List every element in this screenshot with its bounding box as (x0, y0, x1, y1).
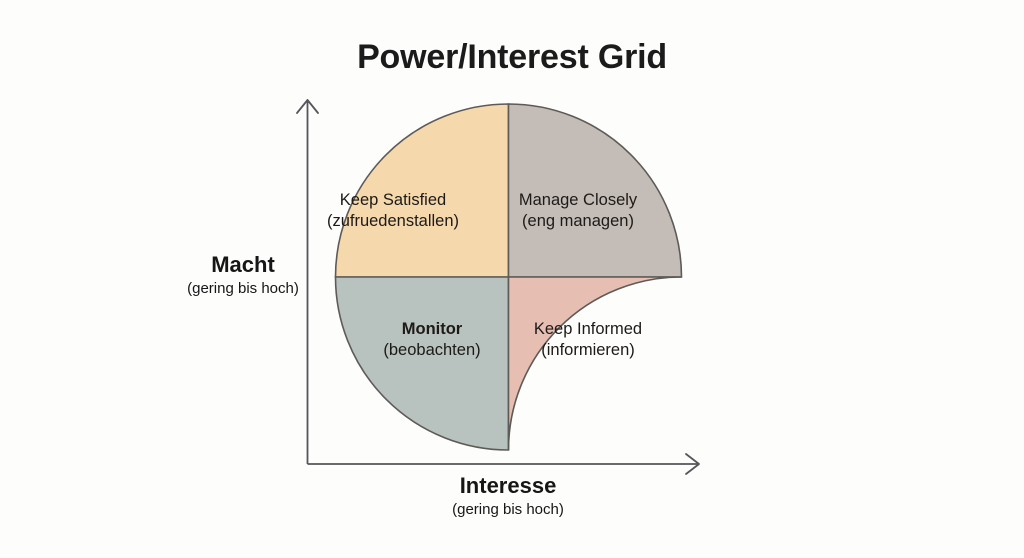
quadrant-label-keep-informed: Keep Informed (informieren) (483, 319, 693, 361)
quadrant-label-keep-satisfied-de: (zufruedenstallen) (326, 212, 460, 231)
quadrant-label-manage-closely: Manage Closely (eng managen) (473, 190, 683, 232)
quadrant-shape-monitor[interactable] (334, 276, 510, 451)
quadrant-label-keep-informed-de: (informieren) (541, 341, 635, 360)
quadrant-label-monitor: Monitor (beobachten) (327, 319, 537, 361)
axis-lines (296, 99, 700, 475)
page-title: Power/Interest Grid (357, 38, 667, 76)
quadrant-label-keep-satisfied-en: Keep Satisfied (339, 191, 447, 209)
right-arrow-icon (685, 453, 700, 475)
x-axis-label: Interesse (gering bis hoch) (408, 473, 608, 518)
y-axis-label-subtitle: (gering bis hoch) (187, 280, 299, 297)
quadrant-shape-keep-satisfied[interactable] (334, 103, 510, 278)
quadrant-label-monitor-de: (beobachten) (383, 341, 481, 360)
quadrant-shapes (334, 103, 683, 451)
x-axis-label-subtitle: (gering bis hoch) (452, 501, 564, 518)
quadrant-shape-keep-informed[interactable] (507, 276, 682, 451)
y-axis-label-title: Macht (211, 252, 275, 277)
y-axis-label: Macht (gering bis hoch) (145, 252, 341, 297)
quadrant-label-manage-closely-en: Manage Closely (518, 191, 638, 209)
up-arrow-icon (296, 99, 319, 114)
x-axis-label-title: Interesse (459, 473, 557, 498)
quadrant-label-manage-closely-de: (eng managen) (522, 212, 634, 231)
quadrant-shape-manage-closely[interactable] (507, 103, 683, 278)
quadrant-label-keep-informed-en: Keep Informed (533, 320, 643, 338)
quadrant-label-keep-satisfied: Keep Satisfied (zufruedenstallen) (288, 190, 498, 232)
quadrant-label-monitor-en: Monitor (401, 320, 463, 338)
